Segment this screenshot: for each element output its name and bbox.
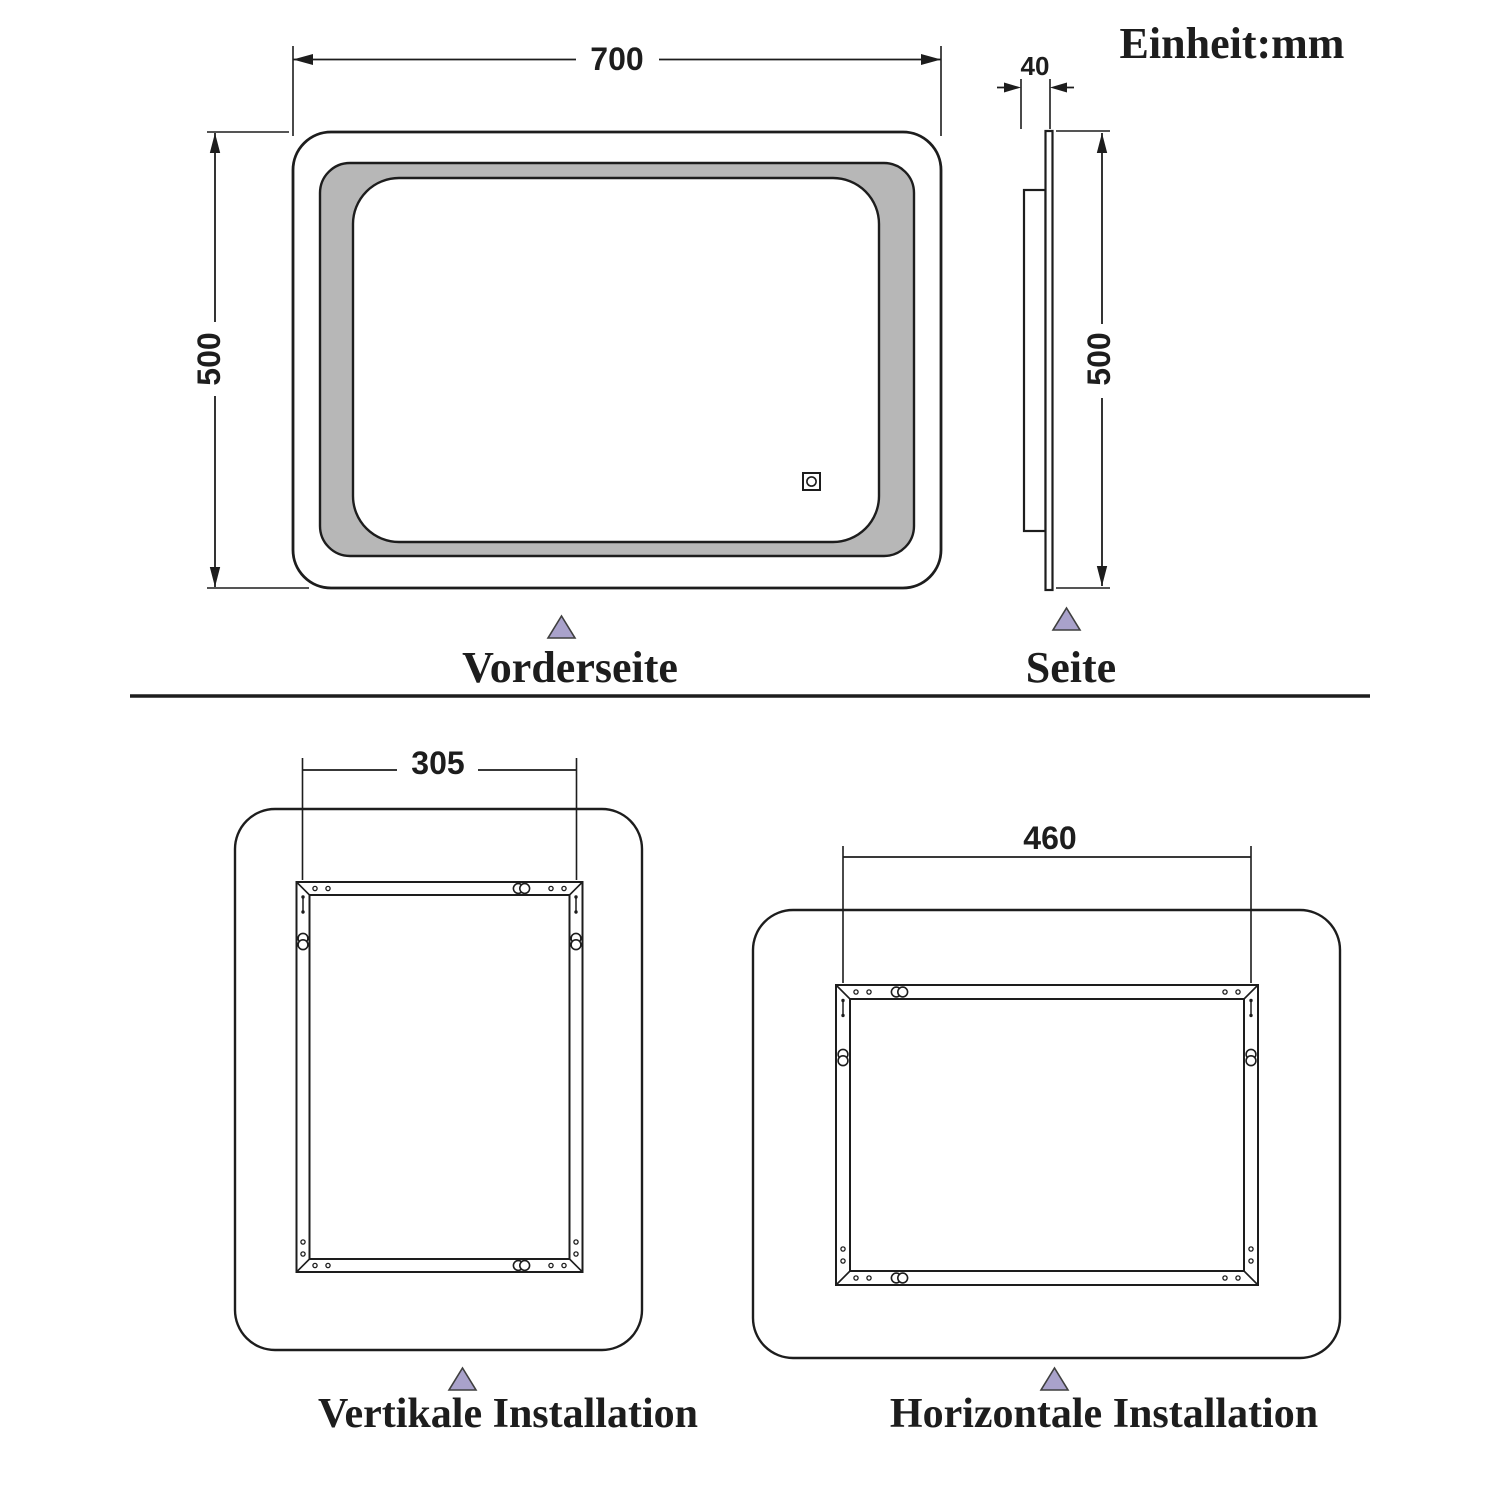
arrowhead-right: [1050, 82, 1067, 93]
mirror-glass-panel: [1044, 129, 1054, 592]
vertical-installation-view: [233, 807, 644, 1352]
mounting-frame-inner: [308, 894, 571, 1260]
arrowhead-top: [209, 133, 221, 153]
screw-holes: [300, 885, 579, 1269]
side-view-marker-triangle: [1051, 606, 1082, 631]
horizontal-installation-view: [751, 908, 1342, 1360]
side-depth-dimension: [997, 79, 1074, 129]
touch-sensor-circle: [806, 476, 817, 487]
extension-lines: [301, 758, 578, 880]
arrowhead-bottom: [1096, 566, 1108, 586]
front-width-value: 700: [590, 41, 644, 77]
keyhole-slot-top: [890, 986, 909, 998]
screw-holes: [840, 989, 1254, 1281]
vertical-install-spacing-value: 305: [411, 745, 465, 781]
front-width-dimension: [292, 46, 942, 136]
mirror-back-plate: [1022, 188, 1047, 533]
extension-lines: [1056, 130, 1110, 589]
vertical-install-dimension: [301, 758, 578, 880]
extension-lines: [292, 46, 942, 136]
arrowhead-bottom: [209, 567, 221, 587]
keyhole-slot-left: [297, 932, 309, 951]
front-height-value: 500: [191, 332, 227, 386]
screw-slot-right: [1249, 998, 1253, 1018]
arrowhead-right: [921, 54, 941, 65]
mirror-outer-frame: [291, 130, 943, 590]
front-view-marker-triangle: [546, 614, 577, 639]
side-view-label: Seite: [1025, 643, 1117, 692]
keyhole-slot-top: [512, 882, 531, 895]
horizontal-install-label: Horizontale Installation: [889, 1391, 1319, 1437]
keyhole-slot-right: [1245, 1048, 1257, 1067]
arrowhead-left: [1004, 82, 1021, 93]
front-view: [291, 130, 943, 590]
frame-mitre-joints: [835, 984, 1259, 1286]
side-view: [1022, 129, 1054, 592]
unit-label: Einheit:mm: [1119, 19, 1345, 68]
keyhole-slot-right: [570, 932, 582, 951]
mirror-back-outline: [233, 807, 644, 1352]
extension-lines: [1020, 79, 1051, 129]
side-depth-value: 40: [1020, 51, 1050, 81]
screw-slot-right: [574, 895, 578, 914]
keyhole-slot-bottom: [890, 1272, 909, 1284]
mirror-back-outline: [751, 908, 1342, 1360]
touch-sensor-icon: [802, 472, 821, 491]
mounting-frame-inner: [849, 998, 1245, 1272]
arrowhead-left: [293, 54, 313, 65]
keyhole-slot-left: [837, 1048, 849, 1067]
front-height-dimension: [207, 131, 309, 589]
mirror-inner-surface: [351, 176, 881, 544]
vertical-install-label: Vertikale Installation: [318, 1391, 698, 1437]
horizontal-install-spacing-value: 460: [1023, 820, 1077, 856]
horizontal-install-marker-triangle: [1039, 1366, 1070, 1391]
keyhole-slot-bottom: [512, 1259, 531, 1272]
front-view-label: Vorderseite: [462, 643, 678, 692]
side-height-dimension: [1056, 130, 1110, 589]
extension-lines: [207, 131, 309, 589]
screw-slot-left: [841, 998, 845, 1018]
vertical-install-marker-triangle: [447, 1366, 478, 1391]
side-height-value: 500: [1081, 332, 1117, 386]
screw-slot-left: [301, 895, 305, 914]
horizontal-install-dimension: [842, 846, 1252, 983]
arrowhead-top: [1096, 133, 1108, 153]
extension-lines: [842, 846, 1252, 983]
frame-mitre-joints: [295, 881, 584, 1273]
